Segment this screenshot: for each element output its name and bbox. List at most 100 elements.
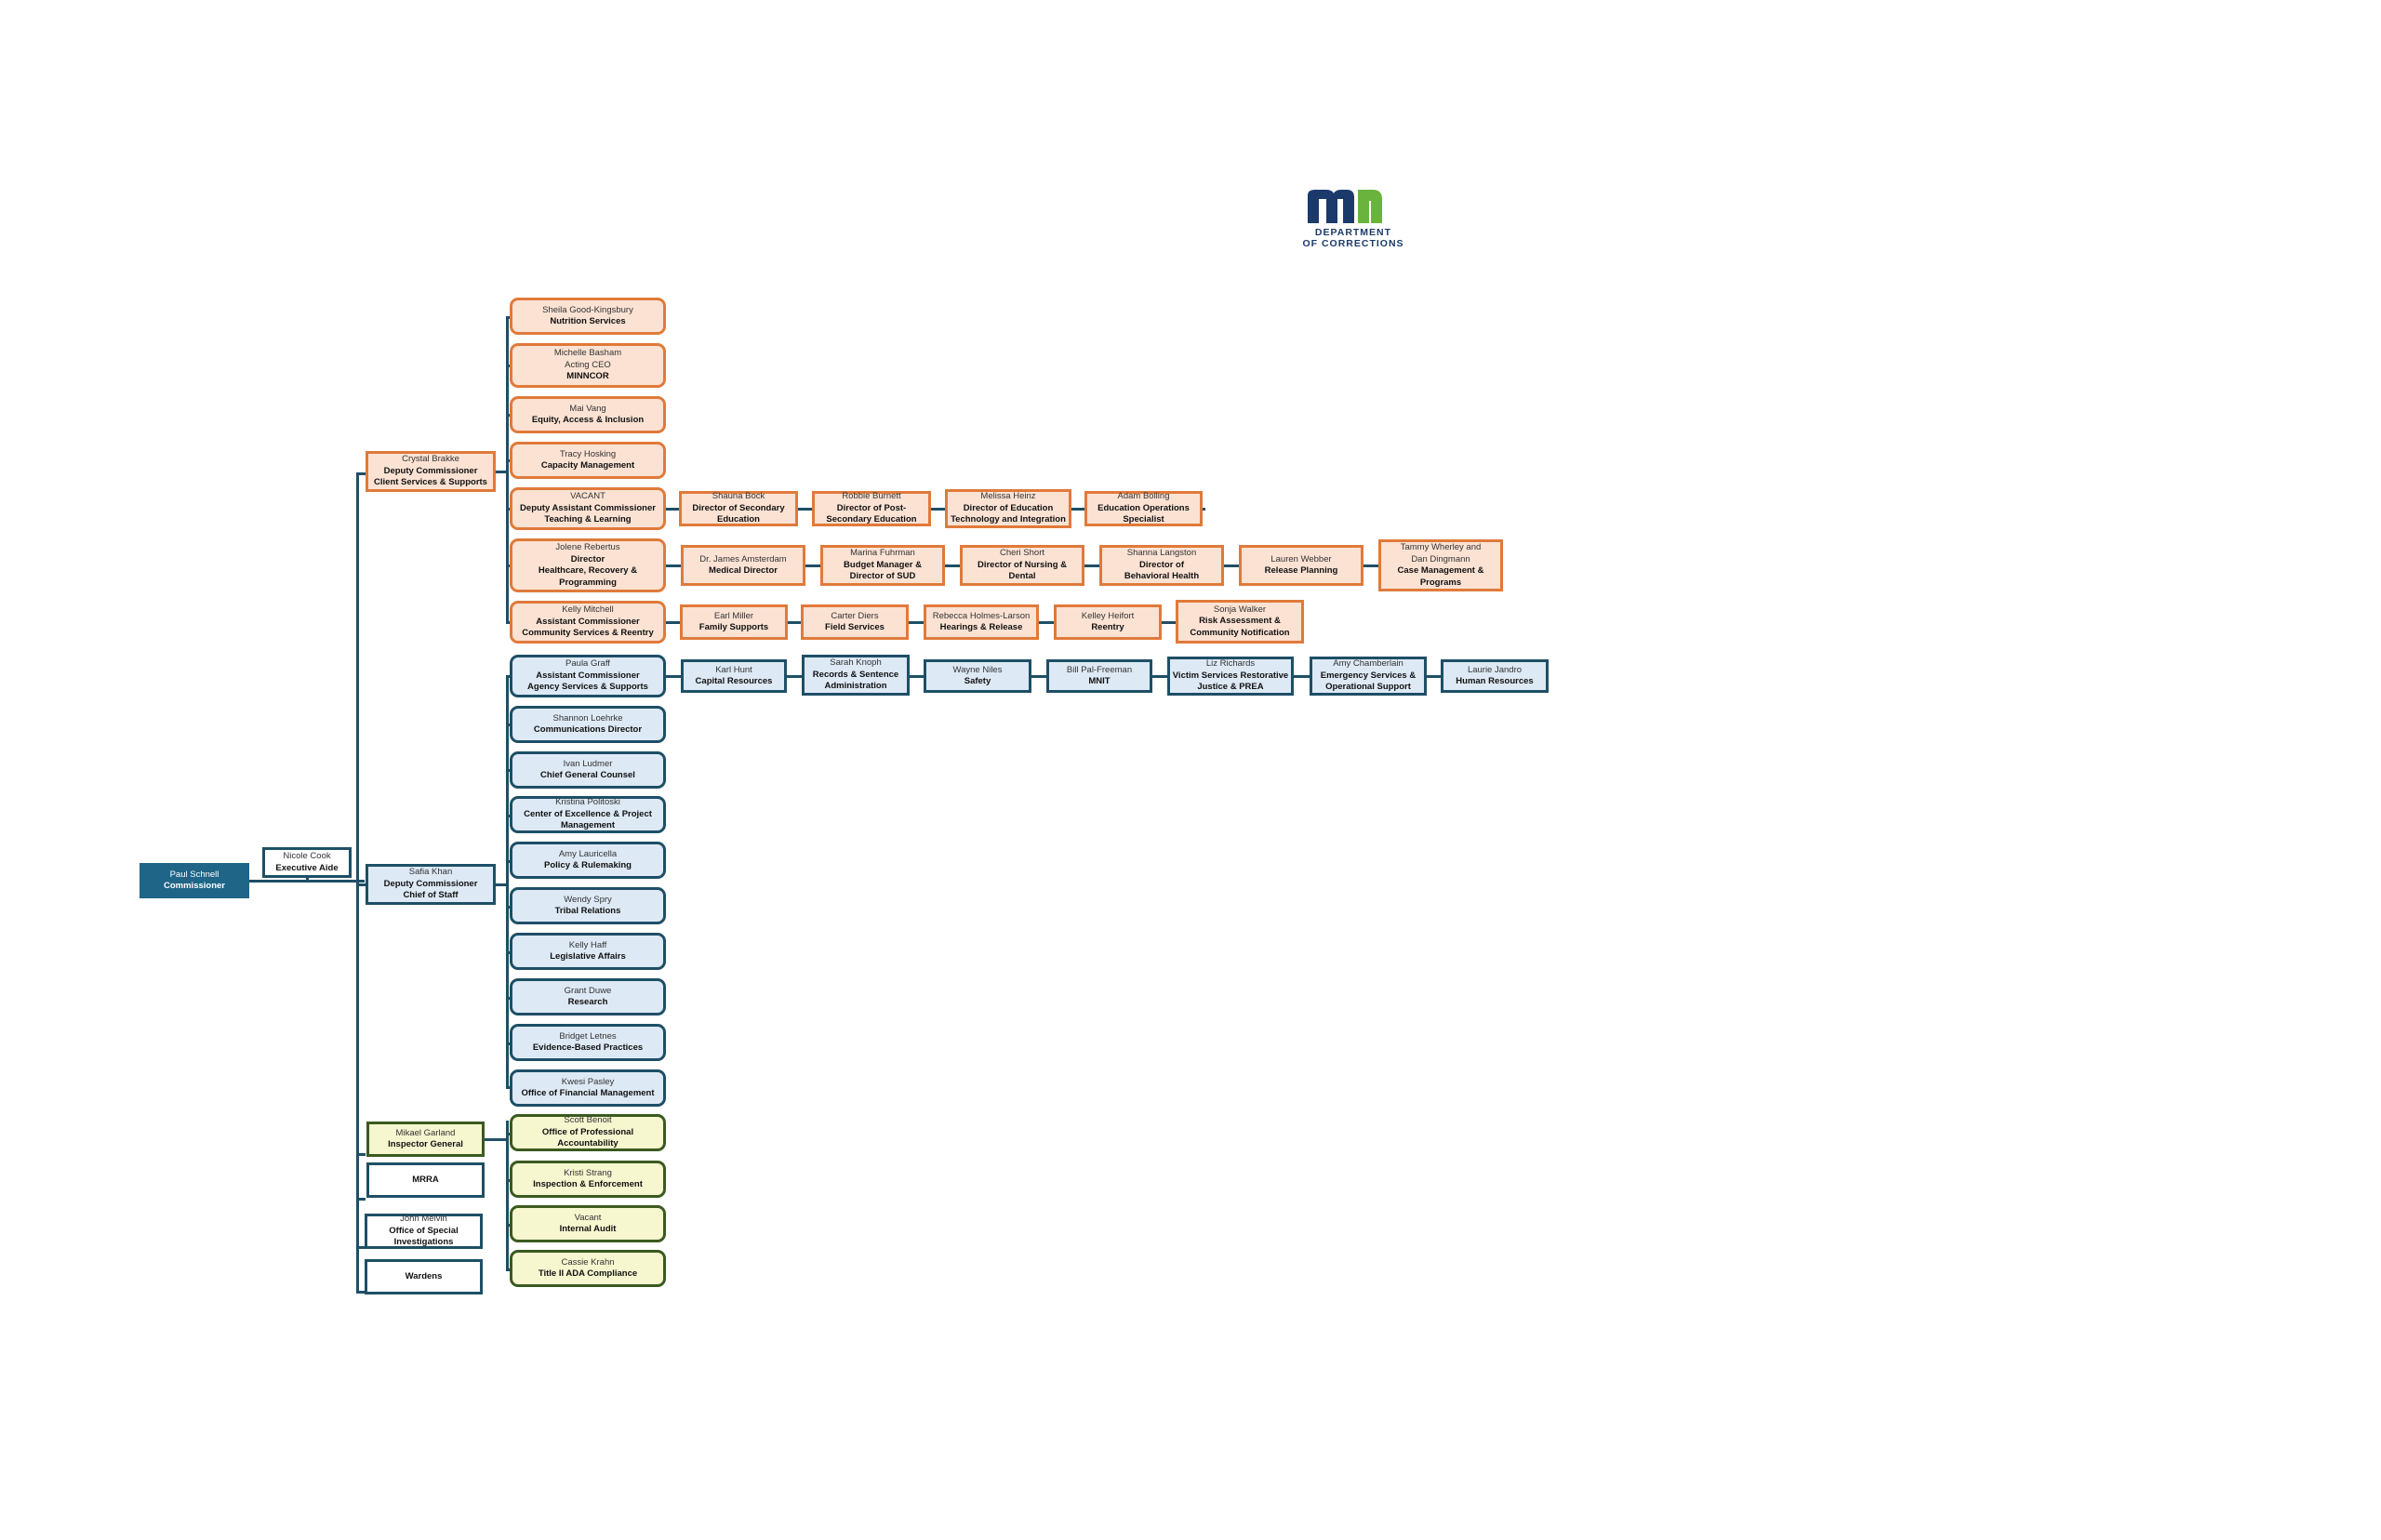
position-title: Deputy Commissioner Chief of Staff	[383, 878, 478, 901]
position-title: Director of Behavioral Health	[1124, 559, 1200, 582]
cos-report-box[interactable]: Grant Duwe Research	[510, 978, 666, 1016]
connector-line	[506, 1121, 509, 1269]
cos-report-box[interactable]: Wendy Spry Tribal Relations	[510, 887, 666, 924]
position-title: Reentry	[1091, 622, 1124, 632]
cos-report-box[interactable]: Paula Graff Assistant Commissioner Agenc…	[510, 655, 666, 697]
position-title: Assistant Commissioner Agency Services &…	[527, 670, 648, 693]
position-title: Deputy Assistant Commissioner Teaching &…	[520, 502, 656, 525]
person-name: Michelle Basham Acting CEO	[553, 348, 622, 370]
person-name: Kelly Haff	[568, 939, 607, 950]
person-name: Amy Chamberlain	[1333, 658, 1403, 670]
position-title: Director of Post- Secondary Education	[826, 502, 917, 525]
mn-doc-logo: DEPARTMENT OF CORRECTIONS	[1284, 186, 1432, 260]
chief-of-staff-box[interactable]: Safia Khan Deputy Commissioner Chief of …	[366, 864, 496, 905]
cs-report-box[interactable]: VACANT Deputy Assistant Commissioner Tea…	[510, 487, 666, 530]
agency-row-box[interactable]: Karl Hunt Capital Resources	[681, 659, 787, 693]
ig-report-box[interactable]: Cassie Krahn Title II ADA Compliance	[510, 1250, 666, 1287]
connector-line	[506, 675, 509, 1088]
agency-row-box[interactable]: Bill Pal-Freeman MNIT	[1046, 659, 1152, 693]
cos-report-box[interactable]: Kwesi Pasley Office of Financial Managem…	[510, 1069, 666, 1107]
person-name: Wendy Spry	[564, 894, 612, 905]
wardens-box[interactable]: Wardens	[365, 1259, 483, 1294]
position-title: Emergency Services & Operational Support	[1320, 670, 1417, 693]
position-title: Legislative Affairs	[550, 951, 626, 962]
ig-report-box[interactable]: Vacant Internal Audit	[510, 1205, 666, 1242]
healthcare-row-box[interactable]: Lauren Webber Release Planning	[1239, 545, 1363, 586]
teaching-row-box[interactable]: Robbie Burnett Director of Post- Seconda…	[812, 491, 931, 526]
position-title: Human Resources	[1456, 676, 1534, 686]
person-name: Earl Miller	[713, 610, 754, 621]
agency-row-box[interactable]: Amy Chamberlain Emergency Services & Ope…	[1310, 657, 1427, 696]
cos-report-box[interactable]: Amy Lauricella Policy & Rulemaking	[510, 842, 666, 879]
position-title: Nutrition Services	[550, 316, 626, 326]
person-name: Rebecca Holmes-Larson	[932, 610, 1031, 621]
position-title: Director of Nursing & Dental	[977, 559, 1068, 582]
position-title: Director of Secondary Education	[692, 502, 785, 525]
agency-row-box[interactable]: Sarah Knoph Records & Sentence Administr…	[802, 655, 910, 696]
person-name: John Melvin	[400, 1214, 447, 1225]
cs-report-box[interactable]: Sheila Good-Kingsbury Nutrition Services	[510, 298, 666, 335]
connector-line	[666, 621, 1177, 624]
cos-report-box[interactable]: Bridget Letnes Evidence-Based Practices	[510, 1024, 666, 1061]
cs-report-box[interactable]: Michelle Basham Acting CEO MINNCOR	[510, 343, 666, 388]
person-name: Tammy Wherley and Dan Dingmann	[1400, 542, 1482, 564]
person-name: Shanna Langston	[1126, 548, 1197, 559]
agency-row-box[interactable]: Liz Richards Victim Services Restorative…	[1167, 657, 1294, 696]
logo-line-1: DEPARTMENT	[1314, 227, 1392, 238]
cos-report-box[interactable]: Ivan Ludmer Chief General Counsel	[510, 751, 666, 789]
person-name: Safia Khan	[408, 867, 453, 878]
mrra-box[interactable]: MRRA	[366, 1162, 485, 1198]
teaching-row-box[interactable]: Adam Bolling Education Operations Specia…	[1084, 491, 1203, 526]
position-title: Inspector General	[388, 1139, 463, 1149]
ig-report-box[interactable]: Scott Benoit Office of Professional Acco…	[510, 1114, 666, 1151]
person-name: Adam Bolling	[1117, 491, 1170, 502]
person-name: Kelley Heifort	[1081, 610, 1135, 621]
agency-row-box[interactable]: Laurie Jandro Human Resources	[1441, 659, 1549, 693]
position-title: Field Services	[825, 622, 885, 632]
community-row-box[interactable]: Kelley Heifort Reentry	[1054, 604, 1162, 640]
person-name: Kristina Politoski	[555, 797, 620, 808]
person-name: Scott Benoit	[564, 1115, 612, 1126]
connector-line	[356, 1198, 366, 1201]
healthcare-row-box[interactable]: Cheri Short Director of Nursing & Dental	[960, 545, 1084, 586]
connector-line	[306, 878, 309, 882]
client-services-deputy-box[interactable]: Crystal Brakke Deputy Commissioner Clien…	[366, 451, 496, 492]
commissioner-box[interactable]: Paul Schnell Commissioner	[140, 863, 249, 898]
position-title: Budget Manager & Director of SUD	[844, 559, 922, 582]
connector-line	[496, 883, 509, 886]
community-row-box[interactable]: Sonja Walker Risk Assessment & Community…	[1176, 600, 1304, 644]
connector-line	[506, 316, 509, 623]
person-name: Shauna Bock	[712, 491, 765, 502]
position-title: Family Supports	[698, 622, 769, 632]
cs-report-box[interactable]: Tracy Hosking Capacity Management	[510, 442, 666, 479]
community-row-box[interactable]: Carter Diers Field Services	[801, 604, 909, 640]
position-title: Hearings & Release	[939, 622, 1023, 632]
ig-report-box[interactable]: Kristi Strang Inspection & Enforcement	[510, 1161, 666, 1198]
connector-line	[485, 1138, 509, 1141]
position-title: Records & Sentence Administration	[812, 669, 899, 692]
cs-report-box[interactable]: Jolene Rebertus Director Healthcare, Rec…	[510, 538, 666, 592]
agency-row-box[interactable]: Wayne Niles Safety	[924, 659, 1031, 693]
position-title: Medical Director	[709, 565, 778, 576]
healthcare-row-box[interactable]: Dr. James Amsterdam Medical Director	[681, 545, 805, 586]
healthcare-row-box[interactable]: Marina Fuhrman Budget Manager & Director…	[820, 545, 945, 586]
healthcare-row-box[interactable]: Tammy Wherley and Dan Dingmann Case Mana…	[1378, 539, 1503, 591]
cos-report-box[interactable]: Kristina Politoski Center of Excellence …	[510, 796, 666, 833]
community-row-box[interactable]: Earl Miller Family Supports	[680, 604, 788, 640]
cs-report-box[interactable]: Kelly Mitchell Assistant Commissioner Co…	[510, 601, 666, 644]
cs-report-box[interactable]: Mai Vang Equity, Access & Inclusion	[510, 396, 666, 433]
connector-line	[356, 1246, 366, 1249]
special-investigations-box[interactable]: John Melvin Office of Special Investigat…	[365, 1214, 483, 1249]
healthcare-row-box[interactable]: Shanna Langston Director of Behavioral H…	[1099, 545, 1224, 586]
position-title: Case Management & Programs	[1397, 565, 1484, 588]
teaching-row-box[interactable]: Shauna Bock Director of Secondary Educat…	[679, 491, 798, 526]
inspector-general-box[interactable]: Mikael Garland Inspector General	[366, 1122, 485, 1157]
person-name: Amy Lauricella	[558, 848, 618, 859]
position-title: Capital Resources	[695, 676, 773, 686]
community-row-box[interactable]: Rebecca Holmes-Larson Hearings & Release	[924, 604, 1039, 640]
person-name: Dr. James Amsterdam	[699, 553, 787, 564]
cos-report-box[interactable]: Shannon Loehrke Communications Director	[510, 706, 666, 743]
executive-aide-box[interactable]: Nicole Cook Executive Aide	[262, 847, 352, 878]
teaching-row-box[interactable]: Melissa Heinz Director of Education Tech…	[945, 489, 1071, 528]
cos-report-box[interactable]: Kelly Haff Legislative Affairs	[510, 933, 666, 970]
